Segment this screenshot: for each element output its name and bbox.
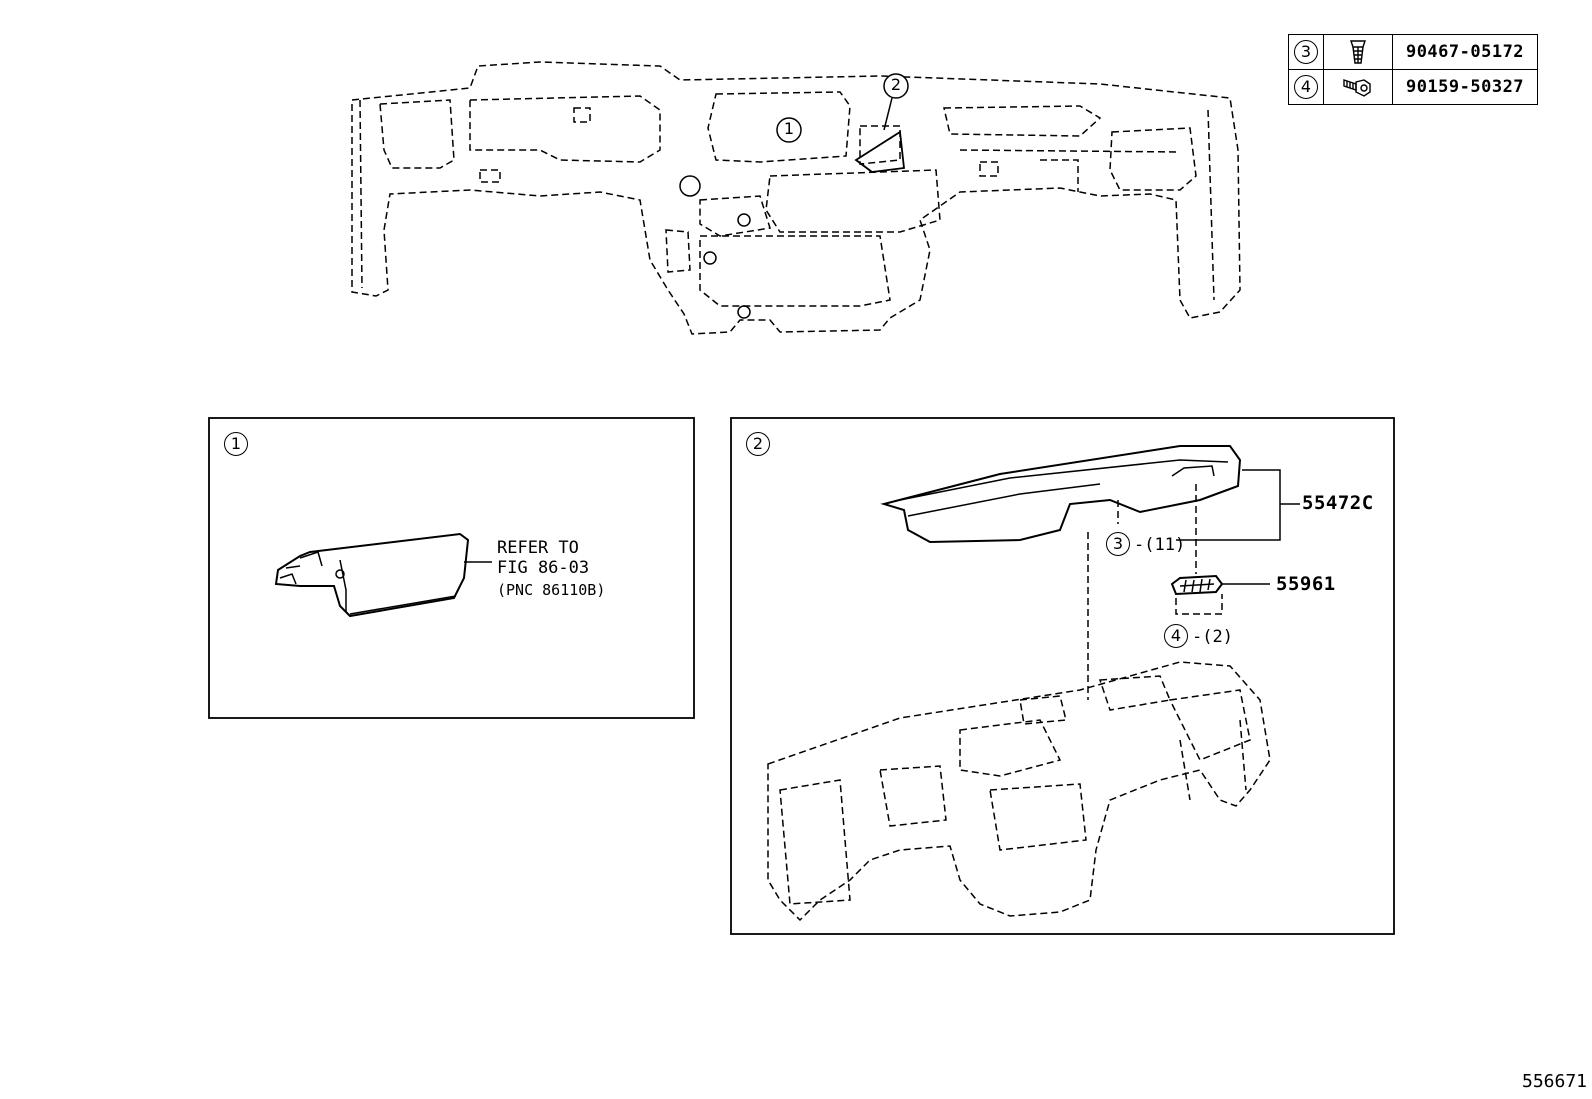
screw-icon: [1343, 79, 1371, 97]
table-row: 3 90467-05172: [1288, 34, 1538, 70]
register-vent-drawing: [1170, 574, 1224, 596]
airbag-module-drawing: [274, 532, 470, 618]
panel-1-frame: [208, 417, 695, 719]
overview-hole-2: [703, 251, 717, 265]
overview-callout-2-ring: [883, 73, 909, 99]
clip-ref-3: 3: [1106, 532, 1130, 556]
panel-1-note-line1: REFER TO: [497, 538, 579, 558]
panel-1-note-line3: (PNC 86110B): [497, 581, 606, 599]
overview-hole-1: [737, 213, 751, 227]
screw-ref-4: 4: [1164, 624, 1188, 648]
overview-hole-4: [679, 175, 701, 197]
clip-icon: [1350, 40, 1366, 64]
table-row: 4 90159-50327: [1288, 69, 1538, 105]
parts-ref-4: 4: [1294, 75, 1318, 99]
parts-ref-3: 3: [1294, 40, 1318, 64]
overview-part-highlight: [854, 130, 905, 173]
overview-callout-1: 1: [783, 119, 795, 138]
overview-callout-1-ring: [776, 117, 802, 143]
dash-panel-cover-drawing: [880, 445, 1242, 544]
panel-1-note-line2: FIG 86-03: [497, 558, 590, 578]
parts-no-90467-05172: 90467-05172: [1392, 34, 1538, 70]
panel-1-ref: 1: [224, 432, 248, 456]
part-label-55472c: 55472C: [1302, 492, 1374, 514]
part-label-55961: 55961: [1276, 573, 1336, 595]
instrument-panel-dashed: [767, 661, 1271, 922]
fastener-parts-table: 3 90467-05172 4 90159: [1288, 34, 1538, 105]
bracket-55472c: [1176, 469, 1281, 541]
panel-2-ref: 2: [746, 432, 770, 456]
overview-callout-2: 2: [890, 75, 902, 94]
dashboard-overview-outline: [351, 61, 1241, 335]
overview-hole-3: [737, 305, 751, 319]
screw-quantity: -(2): [1192, 627, 1233, 647]
figure-id: 556671: [1522, 1071, 1588, 1092]
assembly-dash-lines: [1087, 484, 1223, 700]
panel-2-frame: [730, 417, 1395, 935]
parts-no-90159-50327: 90159-50327: [1392, 69, 1538, 105]
clip-quantity: -(11): [1134, 535, 1186, 555]
